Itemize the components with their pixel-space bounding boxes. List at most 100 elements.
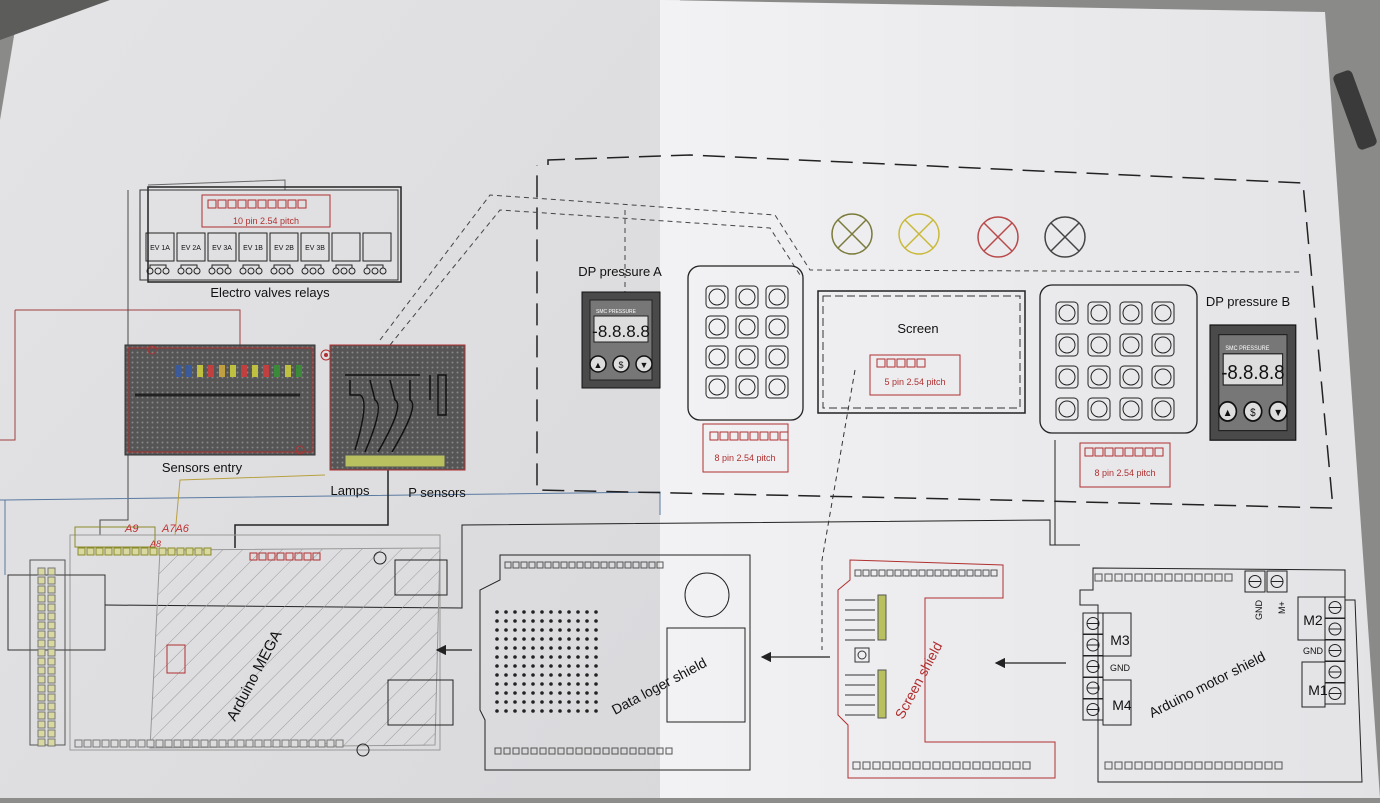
proto-hole [513,637,517,641]
keypad-key [735,315,759,339]
header-pin [95,547,104,556]
proto-hole [567,664,571,668]
indicator-lamps [831,213,1086,258]
keypad-b [1039,284,1198,434]
proto-hole [522,682,526,686]
header-pin [1154,447,1164,457]
proto-hole [576,682,580,686]
proto-hole [504,664,508,668]
keypad-key [1151,365,1175,389]
relay-channel-label: EV 2A [181,245,201,252]
proto-hole [513,709,517,713]
gauge-display: -8.8.8.8 [1221,361,1284,384]
proto-hole [567,700,571,704]
keypad-key [705,285,729,309]
proto-hole [585,655,589,659]
sensor-led [252,365,258,377]
proto-hole [567,682,571,686]
motor-m1-label: M1 [1308,682,1328,698]
proto-hole [558,682,562,686]
proto-hole [513,610,517,614]
proto-hole [540,610,544,614]
svg-text:▼: ▼ [640,360,649,370]
proto-hole [585,700,589,704]
proto-hole [495,664,499,668]
proto-hole [576,664,580,668]
lamps-label: Lamps [330,483,370,498]
proto-hole [549,691,553,695]
proto-hole [594,655,598,659]
proto-hole [513,682,517,686]
proto-hole [567,610,571,614]
front-panel-outline [379,154,1334,650]
relay-channel-label: EV 2B [274,245,294,252]
proto-hole [576,628,580,632]
proto-hole [567,691,571,695]
proto-hole [531,709,535,713]
header-pin [86,547,95,556]
relay-channel: EV 1B [238,232,268,275]
proto-hole [549,673,553,677]
proto-hole [585,646,589,650]
motor-gnd-top-label: GND [1254,600,1264,621]
proto-hole [549,664,553,668]
header-pin [140,547,149,556]
header-pin [709,431,719,441]
proto-hole [594,691,598,695]
header-pin [185,547,194,556]
indicator-lamp-icon [1044,216,1086,258]
proto-hole [576,619,580,623]
header-pin [916,358,926,368]
header-pin [1124,447,1134,457]
proto-hole [540,664,544,668]
motor-gnd-right-label: GND [1303,646,1324,656]
proto-hole [540,628,544,632]
proto-hole [594,637,598,641]
sensor-led [175,365,181,377]
p-sensors-label: P sensors [408,485,466,500]
header-pin [131,547,140,556]
proto-hole [594,628,598,632]
sensor-led [285,365,291,377]
keypad-key [1055,365,1079,389]
motor-mplus-label: M+ [1277,601,1287,614]
relay-10pin-header [201,194,331,228]
proto-hole [594,646,598,650]
proto-hole [504,655,508,659]
keypad-key [705,375,729,399]
header-pin [1144,447,1154,457]
keypad-key [1119,333,1143,357]
svg-text:▲: ▲ [594,360,603,370]
gauge-set-button-icon: $ [1243,400,1263,422]
sensor-led [208,365,214,377]
proto-hole [495,682,499,686]
keypad-key [765,285,789,309]
header-pin [759,431,769,441]
screen-title: Screen [897,321,938,336]
proto-hole [567,637,571,641]
proto-hole [594,682,598,686]
proto-hole [585,637,589,641]
proto-hole [549,637,553,641]
proto-hole [513,691,517,695]
proto-hole [549,646,553,650]
gauge-up-button-icon: ▲ [1217,400,1238,422]
header-pin [217,199,227,209]
proto-hole [495,700,499,704]
proto-hole [495,655,499,659]
sensors-entry-title: Sensors entry [162,460,243,475]
dp-pressure-b-gauge: SMC PRESSURE-8.8.8.8▲$▼ [1209,324,1297,441]
proto-hole [522,709,526,713]
relay-channel-label: EV 1A [150,245,170,252]
proto-hole [522,664,526,668]
keypad-a-connector-label: 8 pin 2.54 pitch [714,453,775,463]
relay-channel [331,232,361,275]
proto-hole [531,682,535,686]
relay-channel: EV 3B [300,232,330,275]
proto-hole [495,610,499,614]
proto-hole [504,691,508,695]
header-pin [104,547,113,556]
relay-channel-label: EV 3B [305,245,325,252]
